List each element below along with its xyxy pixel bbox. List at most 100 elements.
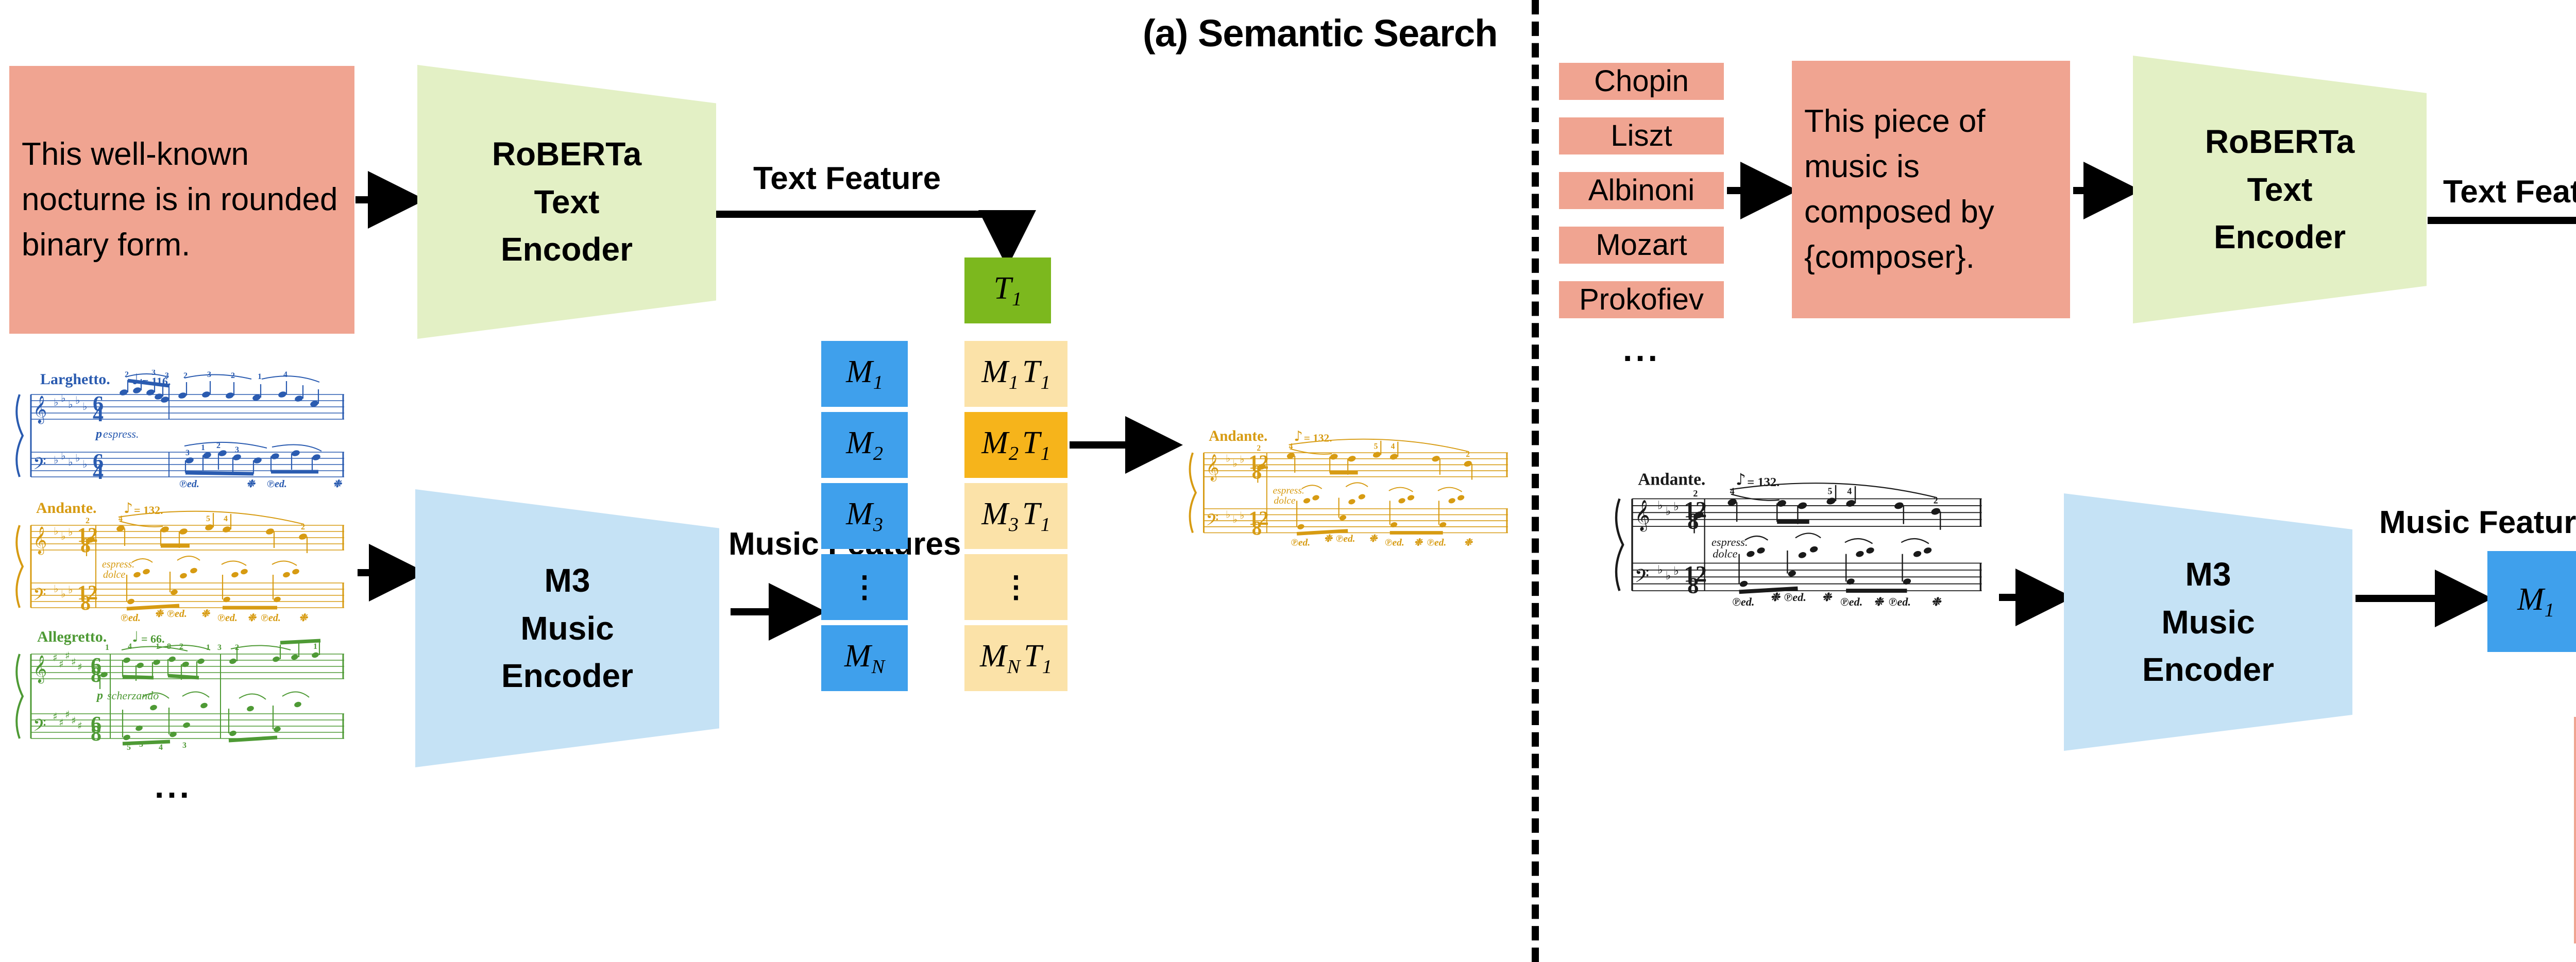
- svg-text:℗ed.: ℗ed.: [267, 478, 287, 490]
- encoder-line-3: Encoder: [2142, 651, 2275, 689]
- svg-text:1: 1: [156, 642, 160, 651]
- svg-text:𝄞: 𝄞: [1206, 454, 1219, 482]
- svg-text:Andante.: Andante.: [1209, 428, 1267, 444]
- svg-text:❉: ❉: [1464, 538, 1473, 548]
- classification-result-box: This piece of music is composed by Chopi…: [2574, 717, 2576, 943]
- svg-text:2: 2: [231, 371, 235, 380]
- cell-label: M2: [846, 425, 883, 465]
- encoder-line-2: Music: [2161, 603, 2255, 641]
- svg-text:3: 3: [185, 449, 190, 457]
- svg-text:2: 2: [86, 517, 90, 525]
- encoder-line-3: Encoder: [501, 657, 634, 695]
- svg-text:6: 6: [91, 713, 101, 736]
- svg-text:2: 2: [125, 370, 129, 379]
- svg-text:℗ed.: ℗ed.: [1336, 534, 1355, 544]
- svg-text:2: 2: [1693, 488, 1698, 499]
- svg-text:♩: ♩: [132, 628, 139, 645]
- svg-text:℗ed.: ℗ed.: [1784, 591, 1806, 604]
- composer-chip-mozart: Mozart: [1559, 227, 1724, 264]
- svg-text:℗ed.: ℗ed.: [261, 612, 281, 624]
- svg-text:𝄞: 𝄞: [33, 655, 47, 683]
- retrieved-score: Andante. ♪ = 132. 𝄞 𝄢: [1178, 426, 1523, 552]
- svg-text:♭: ♭: [82, 458, 87, 470]
- svg-text:𝄞: 𝄞: [33, 395, 47, 424]
- svg-text:℗ed.: ℗ed.: [1840, 595, 1862, 608]
- svg-text:𝄢: 𝄢: [33, 585, 46, 609]
- svg-text:♯: ♯: [77, 661, 82, 673]
- cell-label: T1: [993, 270, 1022, 311]
- svg-text:❉: ❉: [247, 612, 257, 624]
- svg-text:♭: ♭: [1226, 508, 1230, 520]
- svg-text:12: 12: [1249, 451, 1269, 473]
- svg-text:♯: ♯: [65, 649, 70, 662]
- svg-text:♯: ♯: [53, 651, 58, 664]
- svg-text:5: 5: [1374, 442, 1378, 451]
- svg-text:12: 12: [1684, 496, 1707, 522]
- music-cell-m2: M2: [821, 412, 908, 478]
- roberta-text-encoder-a: RoBERTa Text Encoder: [417, 65, 716, 339]
- svg-text:♯: ♯: [65, 708, 70, 720]
- svg-text:℗ed.: ℗ed.: [179, 478, 199, 490]
- svg-text:8: 8: [91, 722, 101, 746]
- svg-text:♭: ♭: [68, 398, 73, 410]
- svg-text:3: 3: [207, 370, 211, 379]
- encoder-line-1: RoBERTa: [2205, 123, 2355, 160]
- encoder-line-2: Text: [2247, 170, 2313, 208]
- svg-text:❉: ❉: [299, 612, 309, 624]
- svg-text:❉: ❉: [201, 608, 211, 620]
- cell-label: MN: [844, 638, 885, 678]
- svg-text:♭: ♭: [68, 526, 73, 538]
- svg-text:2: 2: [235, 643, 239, 652]
- svg-text:𝄢: 𝄢: [1206, 511, 1218, 534]
- svg-text:3: 3: [165, 371, 169, 380]
- composer-label: Prokofiev: [1579, 283, 1704, 316]
- music-cell-m3: M3: [821, 483, 908, 549]
- encoder-line-1: M3: [2185, 555, 2231, 593]
- svg-text:4: 4: [93, 403, 104, 426]
- svg-text:𝄞: 𝄞: [1634, 500, 1650, 532]
- svg-text:♭: ♭: [54, 582, 58, 595]
- svg-text:1: 1: [313, 642, 317, 651]
- svg-text:♭: ♭: [61, 530, 65, 542]
- svg-text:espress.: espress.: [102, 559, 134, 570]
- svg-text:♭: ♭: [82, 400, 87, 413]
- svg-text:2: 2: [1466, 450, 1470, 459]
- svg-text:8: 8: [1687, 573, 1699, 598]
- score-cell-ellipsis: ⋮: [964, 554, 1067, 620]
- svg-text:♭: ♭: [54, 525, 58, 537]
- svg-text:♭: ♭: [75, 452, 80, 464]
- svg-text:12: 12: [77, 581, 98, 604]
- svg-text:𝄞: 𝄞: [33, 526, 47, 555]
- svg-text:♭: ♭: [68, 456, 73, 468]
- svg-text:♭: ♭: [54, 454, 58, 466]
- svg-text:𝄢: 𝄢: [1634, 565, 1649, 592]
- text-feature-cell-t1: T1: [964, 257, 1051, 323]
- encoder-line-1: M3: [544, 561, 590, 599]
- encoder-line-2: Text: [534, 183, 600, 220]
- svg-text:❉: ❉: [1414, 538, 1423, 548]
- svg-text:♯: ♯: [59, 716, 64, 729]
- composer-label: Mozart: [1596, 228, 1687, 262]
- svg-text:2: 2: [179, 642, 183, 651]
- svg-text:1: 1: [105, 643, 109, 652]
- svg-text:❉: ❉: [333, 478, 343, 490]
- svg-text:℗ed.: ℗ed.: [167, 608, 187, 620]
- svg-text:8: 8: [91, 663, 101, 687]
- composer-chip-albinoni: Albinoni: [1559, 172, 1724, 209]
- svg-text:4: 4: [93, 460, 104, 484]
- svg-text:℗ed.: ℗ed.: [217, 612, 238, 624]
- svg-text:espress.: espress.: [103, 427, 139, 440]
- svg-text:♭: ♭: [61, 588, 65, 600]
- svg-text:espress.: espress.: [1273, 486, 1304, 496]
- text-features-label-b: Text Features: [2443, 174, 2576, 210]
- svg-text:2: 2: [1257, 444, 1261, 453]
